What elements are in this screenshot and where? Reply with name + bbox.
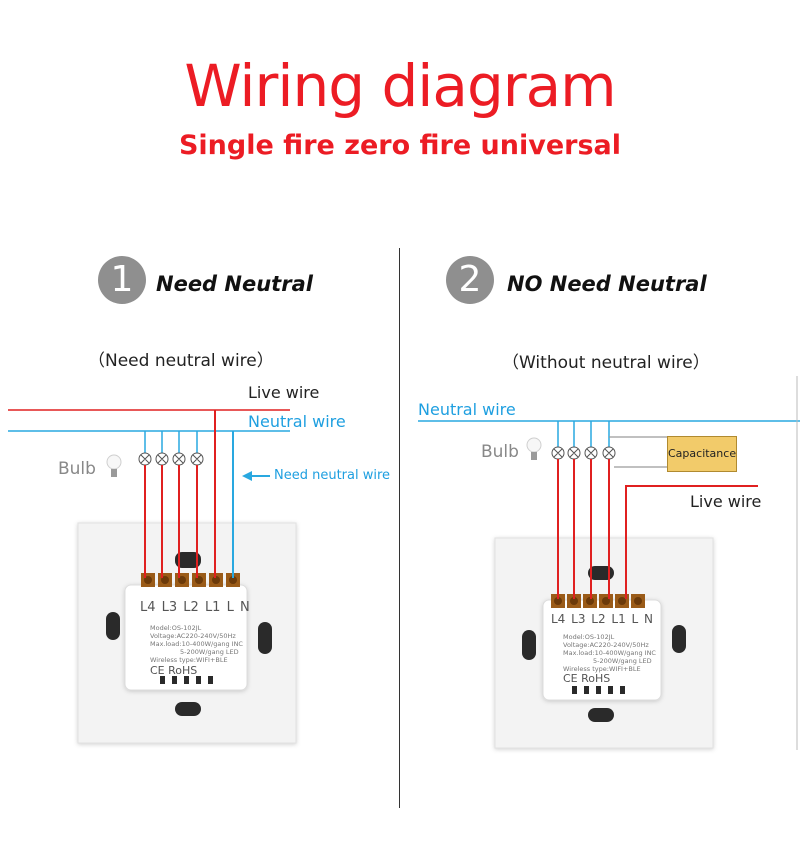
right-bulb-neutral-branches (557, 421, 610, 447)
section-divider (399, 248, 400, 808)
right-live-wire (625, 485, 758, 599)
left-bulb-label: Bulb (58, 459, 96, 479)
diagram-title: Wiring diagram (184, 52, 616, 120)
capacitance-box: Capacitance (667, 436, 737, 472)
right-live-wire-label: Live wire (690, 492, 762, 511)
right-slot-left (522, 630, 536, 660)
right-spec-voltage: Voltage:AC220-240V/50Hz (563, 641, 649, 649)
section-1-paren: （Need neutral wire） (88, 351, 274, 371)
section-2-number: 2 (446, 256, 494, 304)
left-neutral-wire-label: Neutral wire (248, 412, 346, 431)
right-bulb-icon (526, 437, 542, 460)
left-need-neutral-note: Need neutral wire (274, 468, 391, 483)
left-slot-left (106, 612, 120, 640)
right-terminal-labels: L4 L3 L2 L1 L N (551, 612, 654, 626)
right-load-wires (557, 459, 610, 599)
section-1-heading: Need Neutral (156, 272, 313, 296)
left-bulb-neutral-branches (144, 431, 198, 453)
left-cert-marks: CE RoHS (150, 664, 198, 677)
left-load-wires (144, 465, 198, 578)
right-cert-marks: CE RoHS (563, 672, 611, 685)
right-bulb-symbols (551, 446, 616, 460)
right-neutral-wire-label: Neutral wire (418, 400, 516, 419)
right-slot-bottom (588, 708, 614, 722)
left-slot-bottom (175, 702, 201, 716)
right-module-feet (572, 686, 625, 694)
right-spec-wireless: Wireless type:WIFI+BLE (563, 665, 641, 673)
section-2-paren: （Without neutral wire） (502, 353, 710, 373)
right-slot-top (588, 566, 614, 580)
left-bulb-icon (106, 454, 122, 477)
left-spec-maxload: Max.load:10-400W/gang INC (150, 640, 243, 648)
right-spec-model: Model:OS-102JL (563, 633, 615, 641)
right-spec-block: Model:OS-102JL Voltage:AC220-240V/50Hz M… (563, 633, 656, 673)
left-slot-top (175, 552, 201, 568)
left-module-feet (160, 676, 213, 684)
left-spec-led: 5-200W/gang LED (180, 648, 239, 656)
left-spec-voltage: Voltage:AC220-240V/50Hz (150, 632, 236, 640)
left-terminal-labels: L4 L3 L2 L1 L N (140, 600, 250, 615)
section-1-number: 1 (98, 256, 146, 304)
diagram-subtitle: Single fire zero fire universal (178, 130, 622, 161)
left-slot-right (258, 622, 272, 654)
right-bulb-label: Bulb (481, 442, 519, 462)
left-spec-block: Model:OS-102JL Voltage:AC220-240V/50Hz M… (150, 624, 243, 664)
right-spec-led: 5-200W/gang LED (593, 657, 652, 665)
left-spec-model: Model:OS-102JL (150, 624, 202, 632)
left-arrow-icon (242, 471, 270, 481)
left-live-wire-label: Live wire (248, 383, 320, 402)
section-2-heading: NO Need Neutral (507, 272, 707, 296)
right-slot-right (672, 625, 686, 653)
left-bulb-symbols (138, 452, 204, 466)
right-capacitance-wires (609, 436, 668, 468)
right-spec-maxload: Max.load:10-400W/gang INC (563, 649, 656, 657)
left-spec-wireless: Wireless type:WIFI+BLE (150, 656, 228, 664)
